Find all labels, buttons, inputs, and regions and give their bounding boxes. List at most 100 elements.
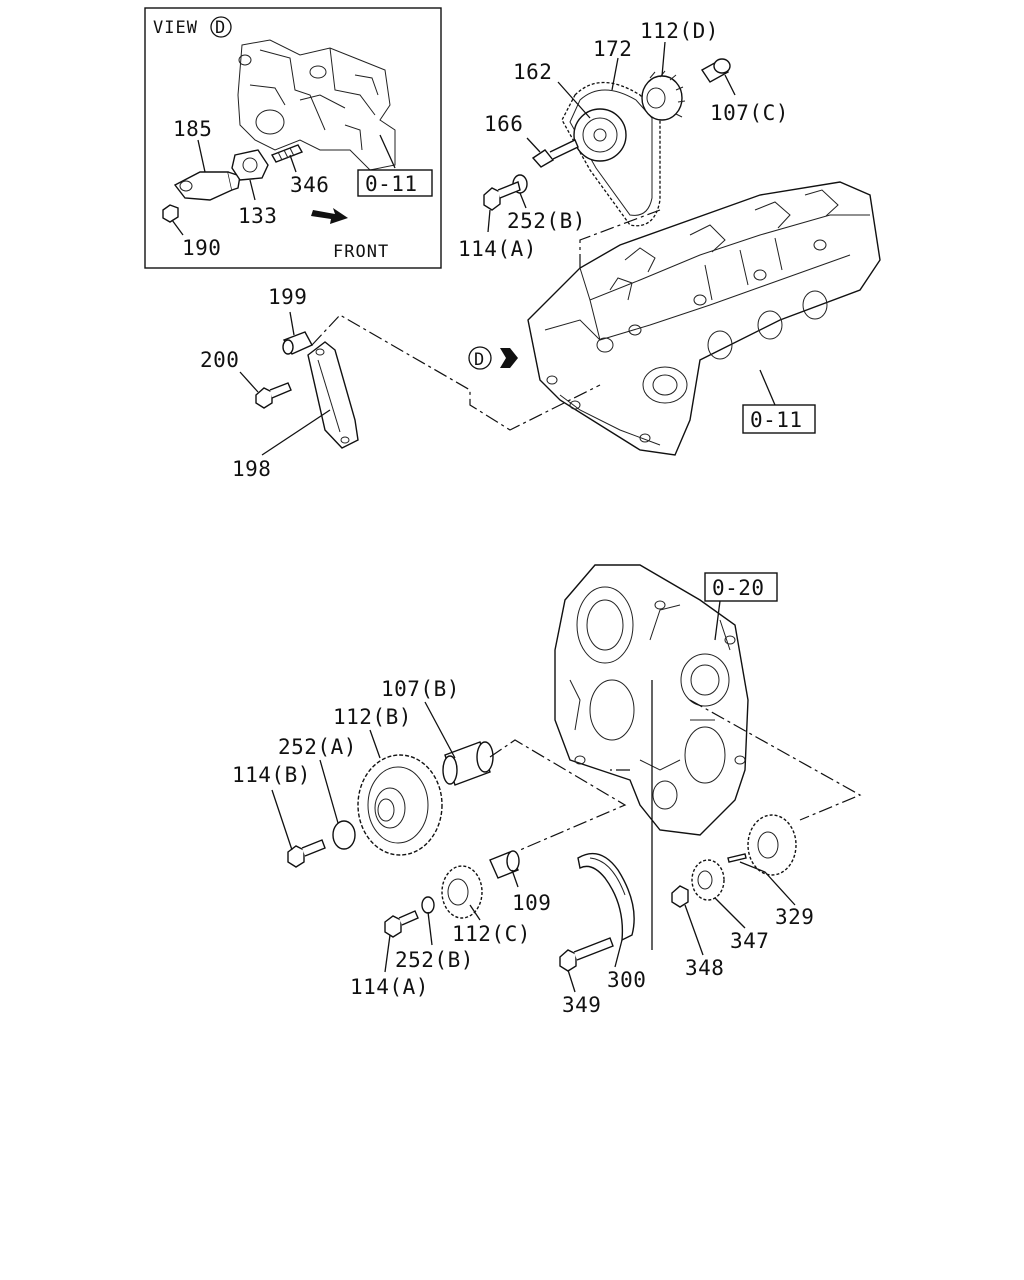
leader-329 xyxy=(739,861,796,906)
part-112d-gear xyxy=(641,70,686,121)
label-346: 346 xyxy=(290,173,329,197)
label-166: 166 xyxy=(484,112,523,136)
leader-107c xyxy=(724,74,736,96)
label-162: 162 xyxy=(513,60,552,84)
part-198-chain-guide xyxy=(307,341,359,449)
part-114a-bolt-upper xyxy=(483,181,521,211)
leader-107b xyxy=(424,701,456,759)
part-190-bolt xyxy=(162,204,179,223)
part-166-bolt xyxy=(531,139,579,168)
part-349-bolt xyxy=(559,937,614,972)
label-199: 199 xyxy=(268,285,307,309)
part-200-bolt xyxy=(255,382,292,409)
label-112d: 112(D) xyxy=(640,19,719,43)
front-arrow-icon xyxy=(311,208,348,224)
label-109: 109 xyxy=(512,891,551,915)
link-line-guide xyxy=(311,314,601,431)
link-line-chain xyxy=(579,209,661,268)
label-114b: 114(B) xyxy=(232,763,311,787)
leader-200 xyxy=(239,371,259,393)
leader-162 xyxy=(557,81,591,119)
label-112b: 112(B) xyxy=(333,705,412,729)
label-172: 172 xyxy=(593,37,632,61)
leader-ref-020 xyxy=(714,600,721,641)
label-349: 349 xyxy=(562,993,601,1017)
part-346-stud xyxy=(270,144,304,163)
leader-112b xyxy=(369,729,381,759)
leader-112c xyxy=(469,904,481,921)
leader-347 xyxy=(714,897,746,929)
inset-block-drawing xyxy=(237,39,396,171)
part-162-sprocket xyxy=(573,108,627,162)
label-133: 133 xyxy=(238,204,277,228)
label-107c: 107(C) xyxy=(710,101,789,125)
leader-172 xyxy=(611,57,619,91)
leader-190 xyxy=(171,219,184,236)
part-347-gear xyxy=(691,859,725,901)
label-329: 329 xyxy=(775,905,814,929)
part-300-guide xyxy=(577,852,635,942)
upper-ref-box xyxy=(742,404,816,434)
part-114a-bolt-lower xyxy=(384,910,419,938)
part-112c-gear xyxy=(441,865,483,919)
lower-ref-box-text: 0-20 xyxy=(712,576,765,600)
part-199-pin xyxy=(282,331,313,355)
upper-assembly: D 0-11 112(D) 172 162 107(C) 166 252(B) … xyxy=(200,19,881,481)
lower-assembly: 0-20 xyxy=(232,564,862,1017)
leader-300 xyxy=(614,939,623,968)
part-107b-shaft xyxy=(442,741,494,786)
leader-348 xyxy=(684,904,704,956)
leader-252b-lower xyxy=(427,911,433,946)
part-109-shaft xyxy=(489,850,520,879)
label-185: 185 xyxy=(173,117,212,141)
leader-199 xyxy=(289,311,295,336)
link-line-107b xyxy=(489,739,627,851)
label-252b-upper: 252(B) xyxy=(507,209,586,233)
label-112c: 112(C) xyxy=(452,922,531,946)
leader-349 xyxy=(567,969,576,993)
part-329-pin xyxy=(727,853,747,863)
part-329-gear xyxy=(747,814,797,876)
leader-133 xyxy=(249,179,256,201)
label-200: 200 xyxy=(200,348,239,372)
part-112b-gear xyxy=(357,754,443,856)
upper-ref-box-text: 0-11 xyxy=(750,408,803,432)
leader-112d xyxy=(661,41,666,77)
lower-ref-box xyxy=(704,572,778,602)
leader-252b-upper xyxy=(519,192,527,209)
leader-114b xyxy=(271,789,293,851)
leader-198 xyxy=(261,409,331,456)
link-line-329 xyxy=(689,699,862,821)
view-d-marker-circle xyxy=(468,346,492,370)
label-114a-lower: 114(A) xyxy=(350,975,429,999)
label-252a: 252(A) xyxy=(278,735,357,759)
leader-166 xyxy=(526,137,541,153)
part-252b-washer-lower xyxy=(421,896,435,914)
label-190: 190 xyxy=(182,236,221,260)
inset-view-marker: D xyxy=(215,18,226,38)
inset-view-d: VIEW D xyxy=(144,7,442,269)
leader-252a xyxy=(319,759,339,824)
leader-ref-011-inset xyxy=(379,134,396,169)
inset-ref-box-text: 0-11 xyxy=(365,172,418,196)
inset-front-text: FRONT xyxy=(333,242,389,262)
gear-case-drawing xyxy=(554,564,749,950)
part-114b-bolt xyxy=(287,839,326,868)
part-133-gasket xyxy=(231,149,269,181)
part-107c-shaft xyxy=(700,58,731,83)
part-252a-washer xyxy=(332,820,356,850)
label-300: 300 xyxy=(607,968,646,992)
label-198: 198 xyxy=(232,457,271,481)
label-347: 347 xyxy=(730,929,769,953)
inset-view-marker-circle xyxy=(210,16,232,38)
cylinder-head-drawing xyxy=(527,181,881,456)
inset-view-text: VIEW xyxy=(153,18,198,38)
leader-ref-011 xyxy=(759,369,776,406)
label-114a-upper: 114(A) xyxy=(458,237,537,261)
part-172-timing-chain xyxy=(561,82,661,227)
leader-185 xyxy=(197,139,206,173)
view-d-arrow-icon xyxy=(500,348,518,368)
leader-109 xyxy=(511,869,519,888)
label-107b: 107(B) xyxy=(381,677,460,701)
